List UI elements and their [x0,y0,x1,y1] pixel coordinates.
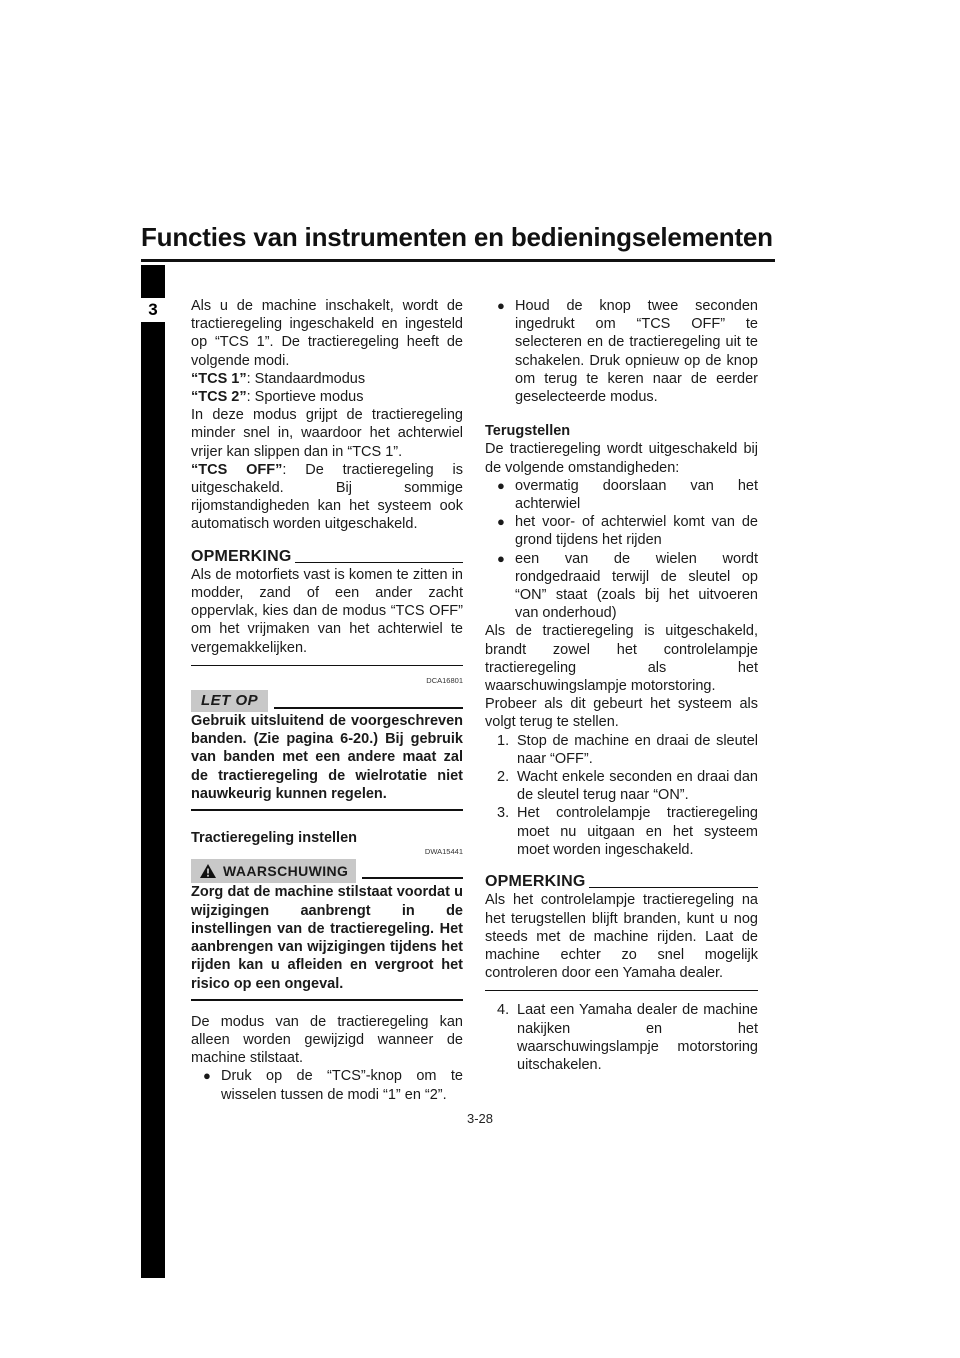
bullet-icon: ● [497,550,505,566]
caution-code: DCA16801 [426,675,463,685]
note-text: Als de motorfiets vast is komen te zitte… [191,566,463,656]
warning-triangle-icon [200,864,216,879]
note-end-rule [485,990,758,992]
bullet-icon: ● [497,477,505,493]
mode-1-line: “TCS 1”: Standaardmodus [191,370,463,388]
step-number: 3. [497,805,510,822]
step-number: 4. [497,1002,510,1019]
mode-2-label: “TCS 2” [191,389,247,406]
bullet-icon: ● [497,298,505,313]
note-end-rule [191,664,463,666]
warning-code: DWA15441 [424,847,463,857]
list-item: ● een van de wielen wordt rondgedraaid t… [485,550,758,623]
chapter-number: 3 [141,298,165,322]
warning-badge: WAARSCHUWING [191,859,357,884]
reset-try-paragraph: Probeer als dit gebeurt het systeem als … [485,696,758,731]
intro-paragraph: Als u de machine inschakelt, wordt de tr… [191,298,463,369]
step-text: Wacht enkele seconden en draai dan de sl… [517,769,758,804]
mode-1-label: “TCS 1” [191,370,247,387]
note-rule [295,561,463,563]
warning-heading: WAARSCHUWING [191,859,463,884]
mode-off-label: “TCS OFF” [191,461,283,478]
caution-rule [274,706,463,709]
reset-intro: De tractieregeling wordt uitgeschakeld b… [485,441,758,476]
section-heading-setup: Tractieregeling instellen [191,830,357,847]
warning-end-rule [191,998,463,1001]
title-rule [141,259,775,262]
note-text: Als het controlelampje tractieregeling n… [485,892,758,982]
step-text: Laat een Yamaha dealer de machine nakijk… [517,1002,758,1073]
note-label: OPMERKING [191,547,292,565]
mode-2-description: In deze modus grijpt de tractieregeling … [191,407,463,460]
step-number: 1. [497,732,510,749]
section-heading-reset: Terugstellen [485,423,571,440]
bullet-text: het voor- of achterwiel komt van de gron… [515,514,758,549]
list-item: 3. Het controlelampje tractieregeling mo… [485,804,758,859]
list-item: ● het voor- of achterwiel komt van de gr… [485,513,758,549]
bullet-text: Druk op de “TCS”-knop om te wisselen tus… [221,1068,463,1103]
bullet-icon: ● [203,1068,211,1084]
bullet-icon: ● [497,514,505,530]
page-number: 3-28 [466,1111,494,1126]
step-text: Stop de machine en draai de sleutel naar… [517,732,758,767]
warning-label: WAARSCHUWING [223,863,349,880]
list-item: ● overmatig doorslaan van het achterwiel [485,477,758,513]
caution-badge: LET OP [191,689,269,713]
change-paragraph: De modus van de tractieregeling kan alle… [191,1013,463,1067]
note-rule [589,887,758,889]
left-column: Als u de machine inschakelt, wordt de tr… [191,297,463,1104]
note-heading: OPMERKING [485,873,758,891]
list-item: 1. Stop de machine en draai de sleutel n… [485,732,758,768]
mode-off-line: “TCS OFF”: De tractieregeling is uitgesc… [191,461,463,534]
step-text: Het controlelampje tractieregeling moet … [517,805,758,858]
mode-2-line: “TCS 2”: Sportieve modus [191,388,463,406]
list-item: ● Houd de knop twee seconden ingedrukt o… [485,297,758,406]
caution-heading: LET OP [191,689,463,713]
list-item: ● Druk op de “TCS”-knop om te wisselen t… [191,1067,463,1103]
note-label: OPMERKING [485,873,586,891]
mode-off-text: : De tractieregeling is uitgeschakeld. B… [191,461,463,533]
mode-1-text: : Standaardmodus [246,370,366,387]
warning-rule [362,877,463,880]
warning-text: Zorg dat de machine stilstaat voordat u … [191,884,463,992]
lamps-paragraph: Als de tractieregeling is uitgeschakeld,… [485,623,758,695]
caution-text: Gebruik uitsluitend de voorgeschreven ba… [191,713,463,802]
bullet-text: overmatig doorslaan van het achterwiel [515,477,758,513]
bullet-text: Houd de knop twee seconden ingedrukt om … [515,298,758,406]
right-column: ● Houd de knop twee seconden ingedrukt o… [485,297,758,1074]
note-heading: OPMERKING [191,548,463,566]
bullet-text: een van de wielen wordt rondgedraaid ter… [515,550,758,622]
step-number: 2. [497,769,510,786]
page-title: Functies van instrumenten en bedieningse… [141,222,773,252]
caution-end-rule [191,809,463,812]
mode-2-text: : Sportieve modus [246,389,364,406]
list-item: 2. Wacht enkele seconden en draai dan de… [485,768,758,804]
list-item: 4. Laat een Yamaha dealer de machine nak… [485,1001,758,1074]
chapter-tab [141,265,165,1278]
